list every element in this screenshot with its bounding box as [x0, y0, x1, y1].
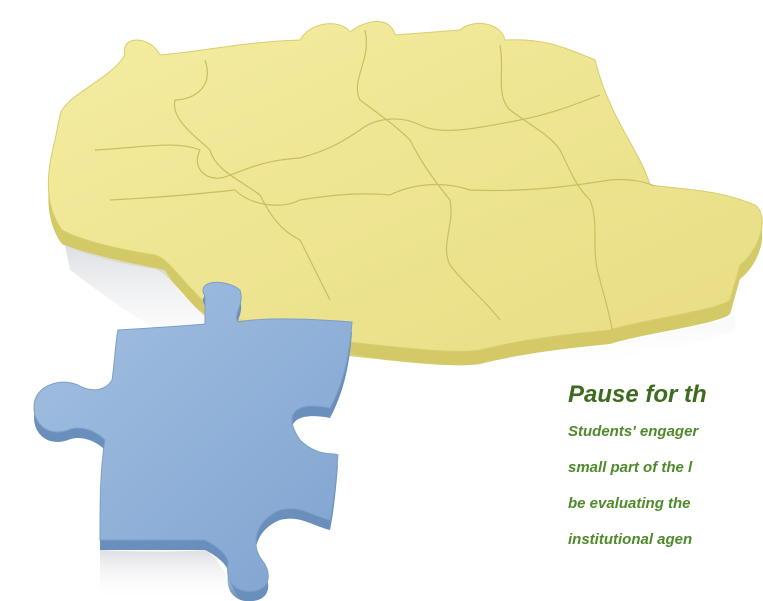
slide-title: Pause for th — [568, 381, 707, 408]
body-line-2: small part of the l — [568, 459, 693, 476]
body-line-3: be evaluating the — [568, 495, 691, 512]
blue-piece-top — [33, 281, 353, 592]
yellow-puzzle-board — [47, 21, 763, 377]
body-line-1: Students' engager — [568, 423, 699, 440]
slide-text-block: Pause for th Students' engager small par… — [568, 380, 763, 558]
body-line-4: institutional agen — [568, 531, 693, 548]
blue-puzzle-piece — [33, 281, 353, 601]
yellow-board-seams — [94, 29, 656, 331]
blue-piece-reflection — [100, 550, 240, 600]
slide-body: Students' engager small part of the l be… — [568, 414, 763, 558]
